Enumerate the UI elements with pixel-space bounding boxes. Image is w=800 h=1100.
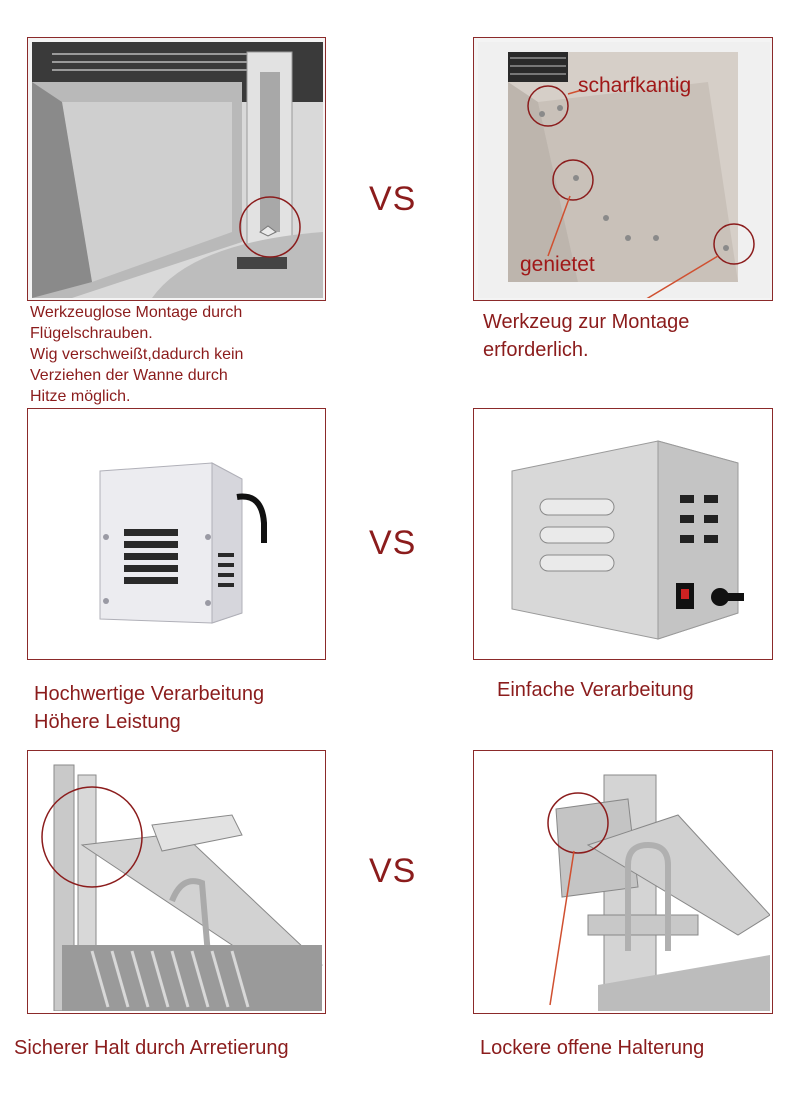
caption-line: Hitze möglich. (30, 388, 131, 405)
annotation-riveted: genietet (520, 253, 595, 276)
photo-frame-riveted-tub (473, 37, 773, 301)
caption-line: Verziehen der Wanne durch (30, 367, 228, 384)
caption-locking-mount: Sicherer Halt durch Arretierung (14, 1034, 289, 1062)
vs-label-row1: VS (369, 180, 417, 218)
riveted-tub-photo (478, 42, 770, 298)
caption-line: Einfache Verarbeitung (497, 679, 694, 701)
vs-label-row2: VS (369, 524, 417, 562)
caption-basic-motor: Einfache Verarbeitung (497, 676, 694, 704)
open-mount-photo (478, 755, 770, 1011)
caption-line: erforderlich. (483, 339, 589, 361)
caption-line: Hochwertige Verarbeitung (34, 683, 265, 705)
basic-motor-photo (478, 413, 770, 657)
caption-welded-tub: Werkzeuglose Montage durch Flügelschraub… (30, 302, 243, 407)
caption-line: Sicherer Halt durch Arretierung (14, 1037, 289, 1059)
caption-line: Werkzeuglose Montage durch (30, 304, 243, 321)
caption-line: Wig verschweißt,dadurch kein (30, 346, 244, 363)
vs-label-row3: VS (369, 852, 417, 890)
photo-frame-locking-mount (27, 750, 326, 1014)
photo-frame-open-mount (473, 750, 773, 1014)
caption-line: Werkzeug zur Montage (483, 311, 690, 333)
photo-frame-welded-tub (27, 37, 326, 301)
caption-riveted-tub: Werkzeug zur Montage erforderlich. (483, 308, 689, 364)
caption-open-mount: Lockere offene Halterung (480, 1034, 704, 1062)
caption-premium-motor: Hochwertige Verarbeitung Höhere Leistung (34, 680, 264, 736)
caption-line: Lockere offene Halterung (480, 1037, 705, 1059)
locking-mount-photo (32, 755, 323, 1011)
caption-line: Flügelschrauben. (30, 325, 153, 342)
annotation-sharp-edged: scharfkantig (578, 74, 692, 97)
photo-frame-motor-basic (473, 408, 773, 660)
premium-motor-photo (32, 413, 323, 657)
photo-frame-motor-premium (27, 408, 326, 660)
caption-line: Höhere Leistung (34, 711, 181, 733)
welded-tub-photo (32, 42, 323, 298)
